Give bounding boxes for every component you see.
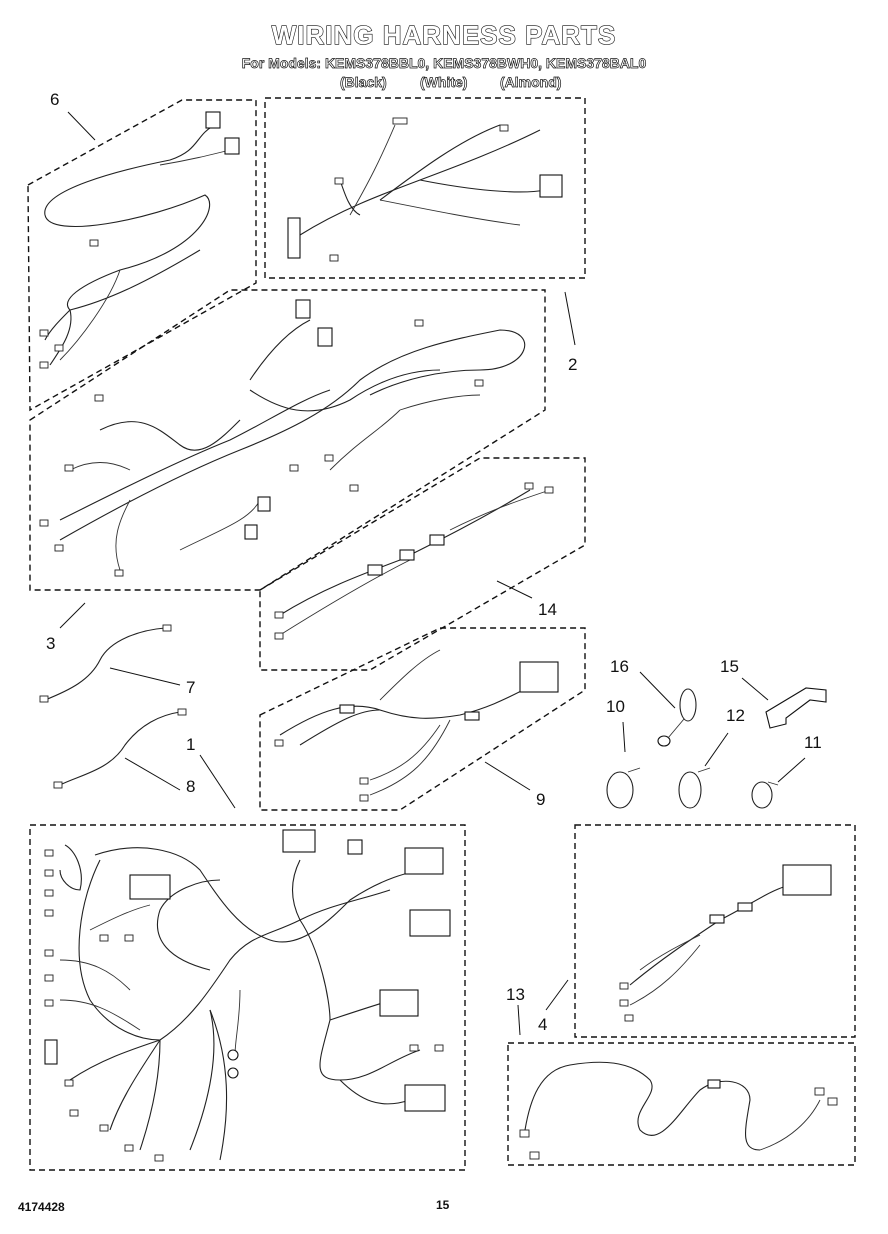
callout-3: 3: [46, 634, 56, 653]
callout-4: 4: [538, 1015, 548, 1034]
part-15-bracket: [765, 687, 827, 729]
leader-arrows: [59, 111, 806, 1036]
document-number: 4174428: [18, 1200, 65, 1214]
harness-part-6: [27, 99, 257, 412]
callout-7: 7: [186, 678, 196, 697]
callout-6: 6: [50, 90, 60, 109]
part-12-ring: [678, 767, 711, 809]
callout-12: 12: [726, 706, 745, 725]
harness-part-1: [29, 824, 466, 1171]
color-white-label: (White): [420, 74, 468, 91]
page-title: WIRING HARNESS PARTS: [271, 19, 617, 50]
harness-part-3: [29, 289, 546, 591]
callout-14: 14: [538, 600, 557, 619]
callout-16: 16: [610, 657, 629, 676]
color-black-label: (Black): [340, 74, 387, 91]
harness-part-13: [507, 1042, 856, 1166]
harness-part-9: [259, 627, 586, 811]
part-11-ring: [751, 781, 779, 809]
harness-part-2: [264, 97, 586, 279]
models-line: For Models: KEMS378BBL0, KEMS378BWH0, KE…: [241, 55, 647, 72]
part-10-ring: [606, 767, 641, 809]
callout-15: 15: [720, 657, 739, 676]
callout-2: 2: [568, 355, 578, 374]
callout-9: 9: [536, 790, 546, 809]
page-number: 15: [436, 1198, 450, 1212]
part-16-clip: [657, 688, 697, 747]
callout-10: 10: [606, 697, 625, 716]
callout-11: 11: [804, 733, 822, 752]
harness-part-4: [574, 824, 856, 1038]
callout-8: 8: [186, 777, 196, 796]
harness-part-14: [259, 457, 586, 671]
wire-part-7: [39, 624, 172, 703]
wire-part-8: [53, 708, 187, 789]
color-almond-label: (Almond): [500, 74, 562, 91]
callout-1: 1: [186, 735, 196, 754]
callout-13: 13: [506, 985, 525, 1004]
